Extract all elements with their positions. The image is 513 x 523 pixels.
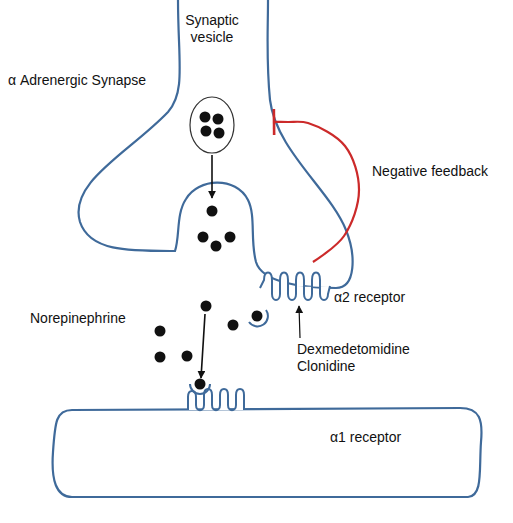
norepinephrine-molecules — [155, 206, 263, 390]
node-text: α2 receptor — [334, 289, 424, 306]
molecule-dot — [201, 126, 212, 137]
inhibition-arc — [274, 122, 359, 262]
drug-label: Dexmedetomidine Clonidine — [297, 341, 419, 375]
alpha2-receptor-symbol — [260, 273, 330, 301]
molecule-dot — [213, 114, 224, 125]
molecule-dot — [201, 301, 212, 312]
molecule-dot — [155, 352, 166, 363]
binding-arrow — [201, 314, 205, 378]
drug-pointer-arrow — [299, 306, 300, 338]
molecule-label: Norepinephrine — [30, 310, 150, 327]
vesicle-membrane — [190, 97, 234, 153]
molecule-dot — [182, 351, 193, 362]
node-text: Synaptic vesicle — [177, 12, 247, 46]
receptor-label: α1 receptor — [330, 429, 440, 446]
molecule-dot — [195, 379, 206, 390]
receptor-node: α2 receptor — [258, 262, 423, 304]
postsynaptic-cell — [53, 408, 482, 497]
shape-group — [190, 97, 234, 153]
molecule-dot — [198, 232, 209, 243]
presynaptic-terminal — [78, 0, 352, 288]
molecule-dot — [207, 206, 218, 217]
molecule-dot — [252, 311, 263, 322]
figure-heading: α Adrenergic Synapse — [8, 72, 183, 89]
molecule-dot — [200, 112, 211, 123]
binding-cup — [249, 310, 268, 326]
vesicle-node: Synaptic vesicle — [150, 4, 274, 157]
alpha1-receptor-symbol — [188, 389, 244, 410]
connector-label: Negative feedback — [372, 163, 512, 180]
molecule-dot — [211, 241, 222, 252]
molecule-dot — [225, 232, 236, 243]
molecule-dot — [155, 326, 166, 337]
release-arrow — [211, 155, 213, 198]
shape-group — [260, 273, 330, 301]
molecule-dot — [228, 320, 239, 331]
molecule-dot — [214, 128, 225, 139]
